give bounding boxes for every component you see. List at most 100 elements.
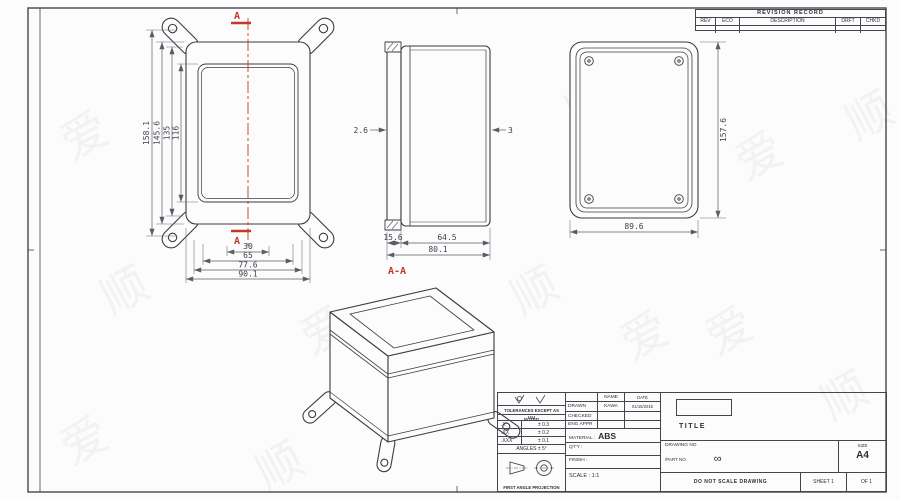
title-area: TITLE (661, 393, 886, 441)
dim-inner-height: 116 (172, 126, 181, 141)
section-label-top: A (234, 11, 240, 22)
eco-col-header: ECO (716, 18, 740, 25)
dim-wall-thickness: 3 (508, 126, 513, 135)
right-extension-lines (569, 41, 726, 238)
right-inner-outline (575, 47, 693, 213)
material-value: ABS (598, 431, 617, 441)
qty-row: QT'Y : (566, 443, 660, 456)
right-body-outline (569, 41, 699, 219)
title-bottom-row: DO NOT SCALE DRAWING SHEET 1 OF 1 (661, 473, 886, 491)
size-label: SIZE (857, 443, 868, 448)
do-not-scale-label: DO NOT SCALE DRAWING (693, 479, 768, 485)
first-angle-projection-icon (506, 460, 554, 476)
dim-right-width: 89.6 (624, 222, 643, 231)
size-value: A4 (856, 450, 869, 461)
drawing-no-label: DRAWING NO (665, 443, 697, 448)
sig-header-row: NAME DATE (566, 393, 660, 402)
dim-width-overall: 90.1 (238, 270, 257, 279)
side-ear-bottom (384, 219, 402, 231)
dim-overall-depth: 80.1 (428, 245, 447, 254)
of-label: OF 1 (846, 473, 886, 491)
part-no-line: /PART NO ∞ (665, 453, 722, 465)
title-label: TITLE (679, 423, 706, 430)
iso-lid-seam-upper (329, 329, 495, 375)
name-header: NAME (598, 393, 625, 401)
dim-width-holes: 77.6 (238, 261, 257, 270)
title-block: TOLERANCES EXCEPT AS NOTED MM .X± 0.3 .X… (497, 392, 887, 492)
dim-mid-height: 135 (163, 126, 172, 141)
revision-record-table: REVISION RECORD REV ECO DESCRIPTION DRFT… (695, 9, 886, 33)
front-dimension-lines (149, 30, 310, 282)
tolerance-table: MM .X± 0.3 .XX± 0.2 .XXX± 0.1 (498, 415, 565, 445)
tolerance-row: .X± 0.3 (498, 421, 565, 429)
side-ear-top (384, 41, 402, 53)
eng-appr-label: ENG APPR (566, 421, 598, 428)
rev-col-header: REV (696, 18, 716, 25)
signature-column: NAME DATE DRAWN KAWA 01/15/2015 CHECKED … (566, 393, 661, 491)
date-header: DATE (637, 395, 648, 400)
projection-label: FIRST ANGLE PROJECTION (503, 485, 560, 490)
iso-base-rim (329, 391, 495, 437)
tolerance-row: .XXX± 0.1 (498, 437, 565, 445)
drawing-no-area: DRAWING NO /PART NO ∞ SIZE A4 (661, 441, 886, 473)
dim-overall-height: 158.1 (142, 121, 151, 145)
finish-label: FINISH : (569, 458, 588, 463)
title-column: TITLE DRAWING NO /PART NO ∞ SIZE A4 DO N… (661, 393, 886, 491)
iso-lid-recess (349, 295, 475, 349)
material-label: MATERIAL : (569, 436, 596, 441)
lid-screws (584, 56, 684, 204)
side-dimensions: 2.6 3 15.6 64.5 80.1 (354, 126, 513, 260)
iso-section-label: A-A (388, 266, 406, 277)
surface-finish-symbols (498, 393, 565, 406)
scale-row: SCALE : 1:1 (566, 469, 660, 491)
finish-symbol-icon (514, 394, 545, 404)
tolerance-column: TOLERANCES EXCEPT AS NOTED MM .X± 0.3 .X… (498, 393, 566, 491)
front-dimensions: 158.1 145.6 135 116 30 65 77.6 90.1 (142, 29, 311, 283)
section-label-bottom: A (234, 236, 240, 247)
part-no-value: ∞ (713, 453, 722, 465)
dim-flange-thickness: 2.6 (354, 126, 369, 135)
description-col-header: DESCRIPTION (740, 18, 836, 25)
side-dimension-lines (370, 127, 506, 258)
revision-title: REVISION RECORD (696, 10, 885, 18)
angle-tolerance: ANGLES ± 5° (498, 445, 565, 454)
dim-right-height: 157.6 (719, 118, 728, 142)
scale-label: SCALE : 1:1 (569, 473, 600, 479)
chkd-col-header: CHKD (865, 18, 881, 24)
drawn-date: 01/15/2015 (632, 404, 653, 409)
drawn-label: DRAWN (566, 402, 598, 411)
side-flange-plate (386, 51, 402, 221)
projection-cell: FIRST ANGLE PROJECTION (498, 454, 565, 491)
qty-label: QT'Y : (569, 445, 583, 450)
dim-width-center: 30 (243, 242, 253, 251)
checked-label: CHECKED (566, 412, 598, 420)
ear-hatch-lines (386, 42, 399, 230)
iso-top-face (329, 287, 495, 357)
tolerance-heading: TOLERANCES EXCEPT AS NOTED (498, 406, 565, 422)
right-dimension-lines (570, 42, 721, 235)
drft-col-header: DRFT (836, 18, 861, 25)
tolerance-unit: MM (498, 415, 565, 421)
section-line-a-a: A A (231, 11, 251, 247)
part-no-label: /PART NO (665, 456, 686, 462)
dim-flange-width: 15.6 (383, 233, 402, 242)
checked-row: CHECKED (566, 412, 660, 421)
eng-appr-row: ENG APPR (566, 421, 660, 429)
revision-empty-row (696, 26, 885, 33)
dim-body-height: 145.6 (153, 121, 162, 145)
finish-row: FINISH : (566, 456, 660, 469)
drawn-name: KAWA (598, 402, 625, 411)
iso-view (302, 287, 521, 473)
side-body-outline (400, 45, 491, 227)
dim-body-depth: 64.5 (437, 233, 456, 242)
right-inner-outline-2 (579, 51, 689, 209)
right-view (569, 41, 699, 219)
side-view (384, 41, 491, 231)
logo-box (676, 399, 732, 416)
iso-lid-seam-lower (329, 333, 495, 379)
revision-header-row: REV ECO DESCRIPTION DRFT CHKD (696, 18, 885, 26)
drawn-row: DRAWN KAWA 01/15/2015 (566, 402, 660, 412)
sheet-label: SHEET 1 (800, 473, 846, 491)
